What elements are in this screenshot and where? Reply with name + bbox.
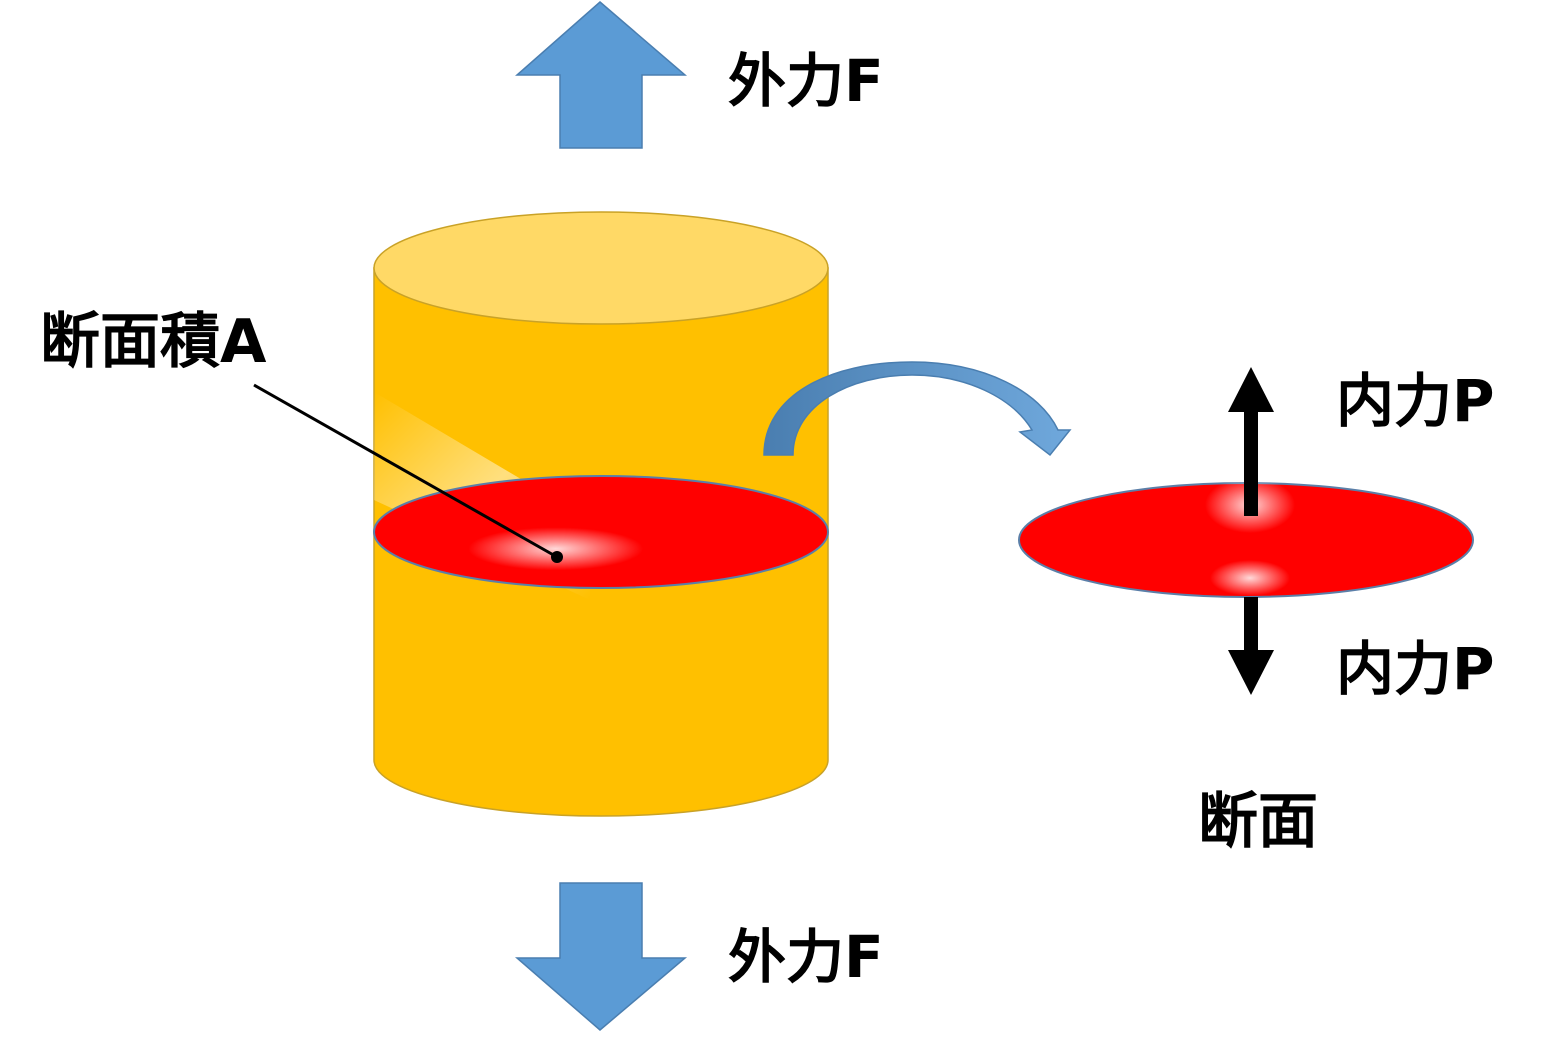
external-force-bottom-arrow (514, 882, 688, 1031)
cylinder-top-face (373, 211, 829, 325)
external-force-top-arrow (515, 1, 688, 149)
area-leader-dot (551, 551, 563, 563)
cross-section-area-label: 断面積A (40, 307, 267, 377)
internal-force-bottom-label: 内力P (1336, 635, 1495, 703)
internal-force-down-arrow (1228, 597, 1274, 695)
internal-force-top-label: 内力P (1336, 367, 1495, 435)
internal-force-up-arrow (1228, 367, 1274, 516)
area-leader-line (253, 383, 558, 559)
cross-section-label: 断面 (1198, 787, 1318, 857)
transfer-curved-arrow (763, 361, 1072, 457)
external-force-bottom-label: 外力F (728, 923, 884, 991)
external-force-top-label: 外力F (728, 47, 884, 115)
cylinder-cross-section (373, 475, 829, 589)
